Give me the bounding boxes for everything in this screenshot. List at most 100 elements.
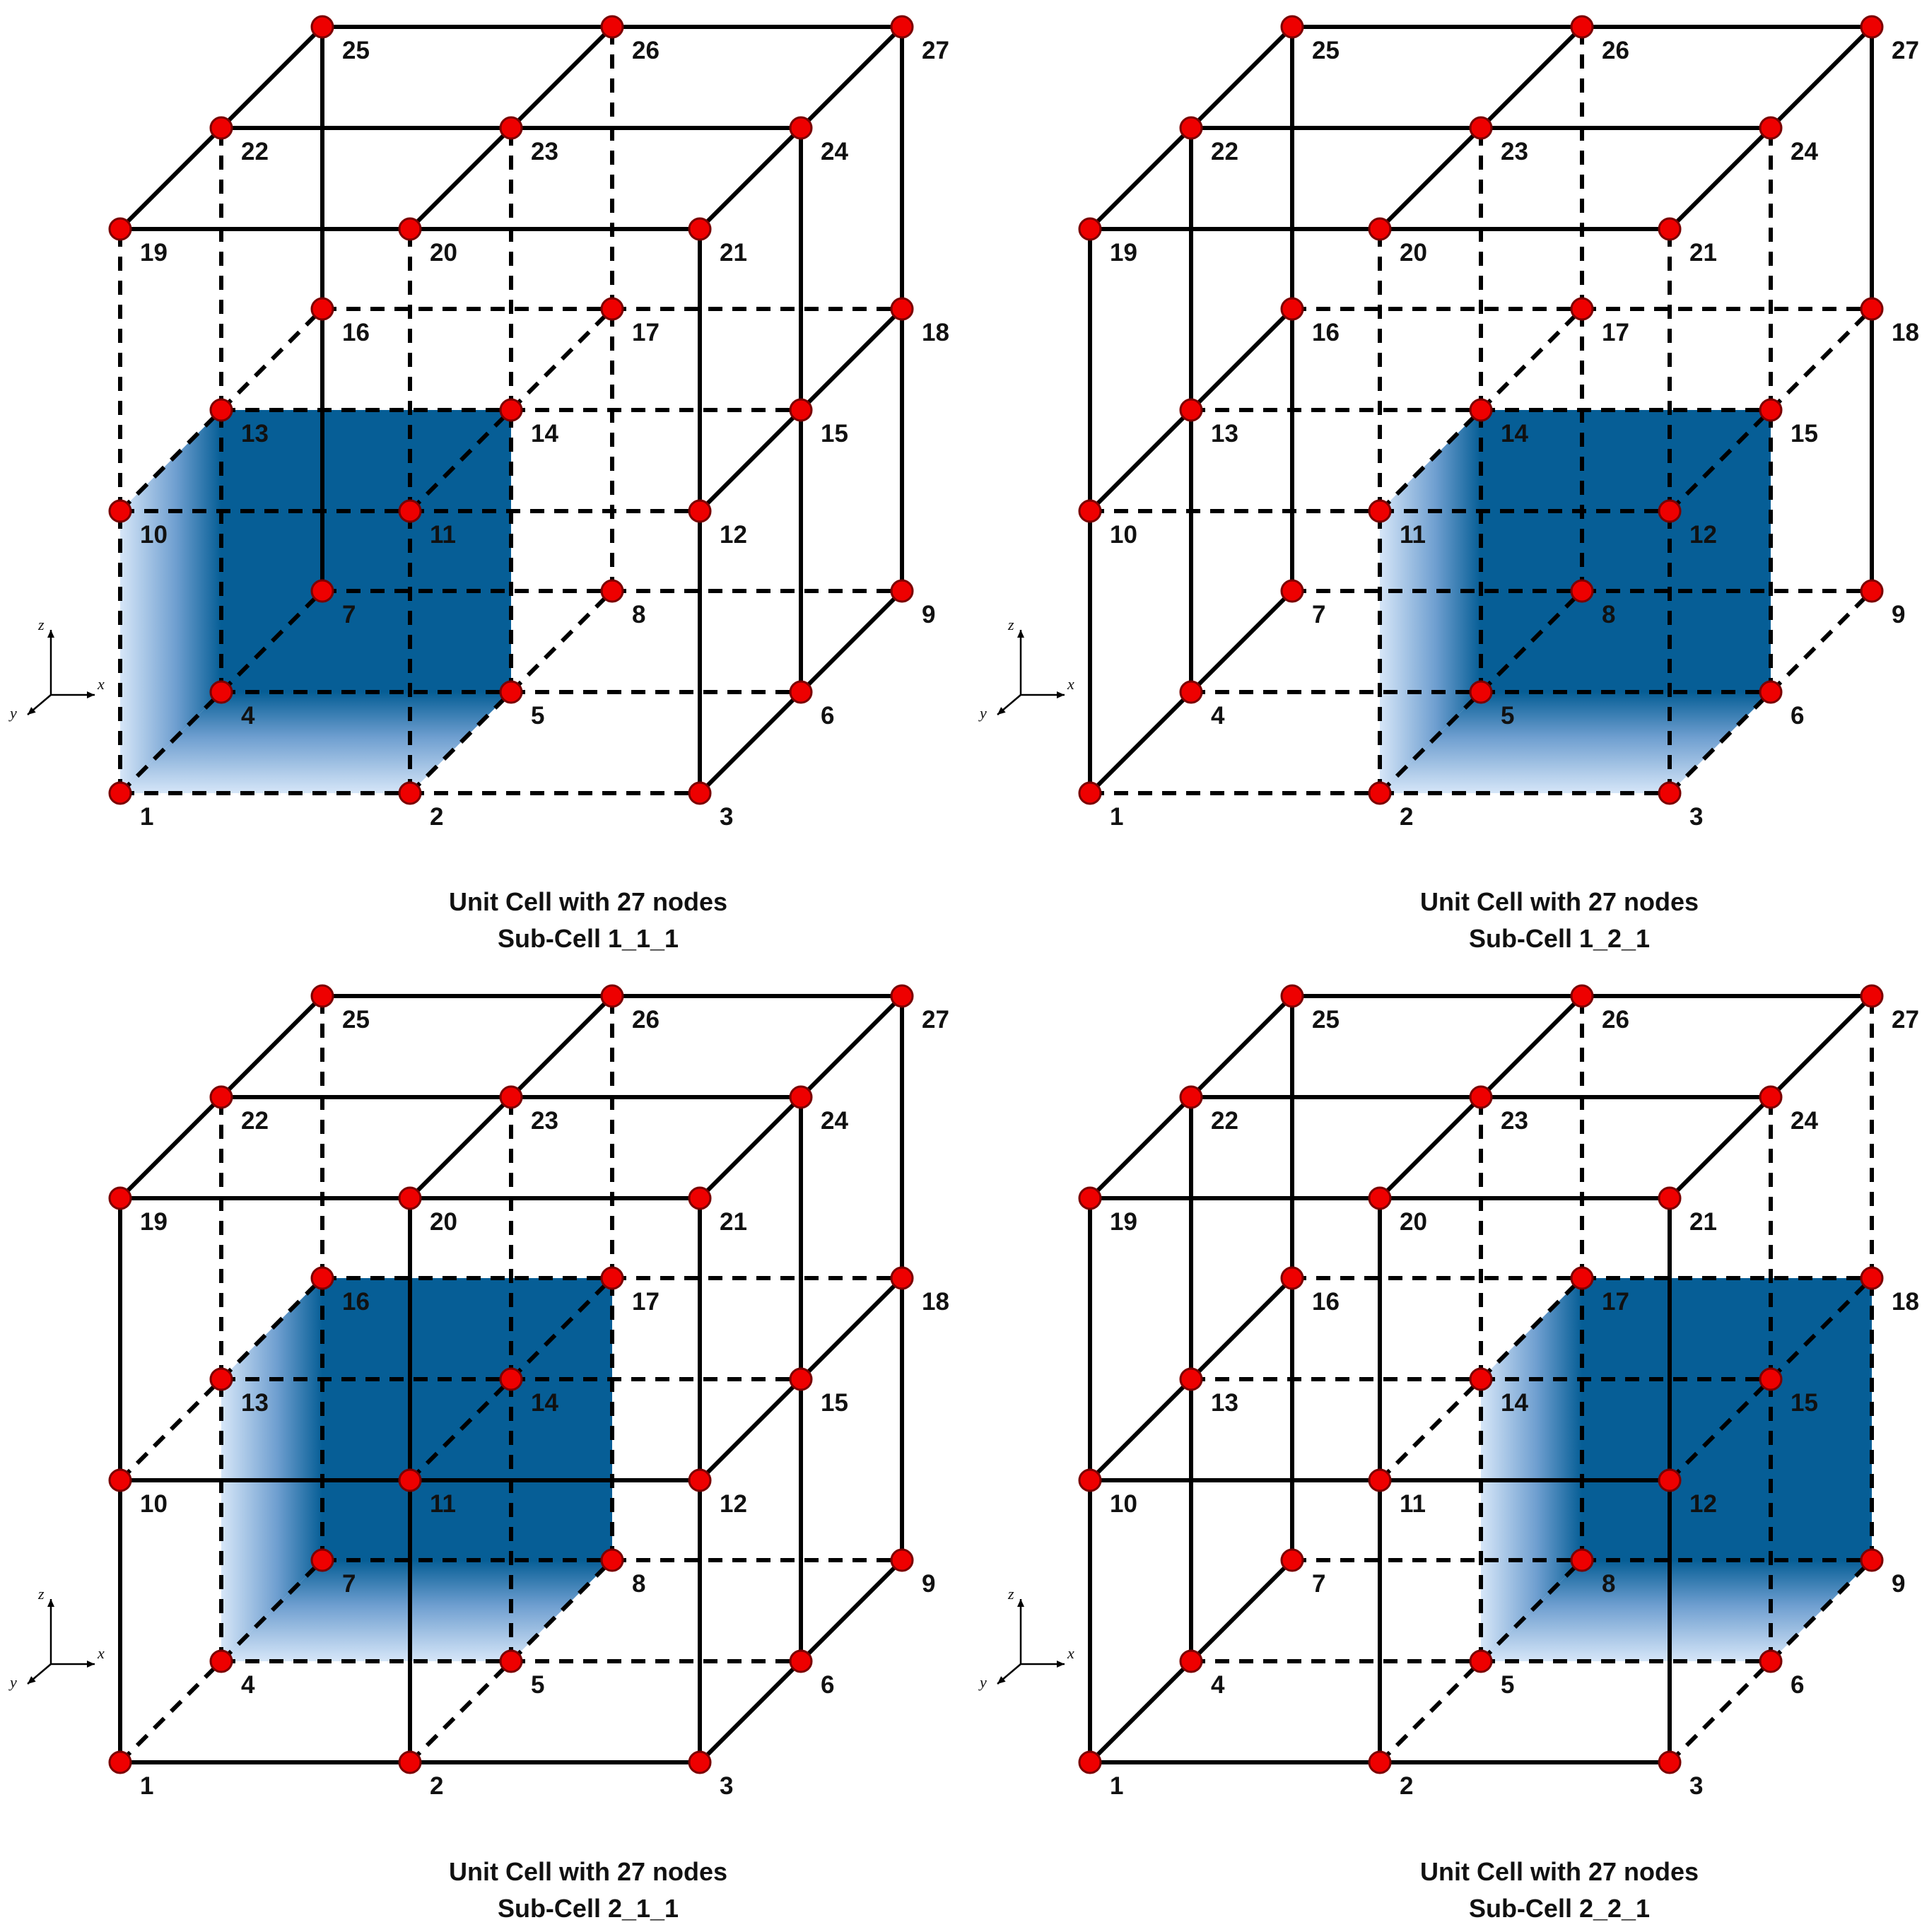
node-25 bbox=[310, 984, 334, 1008]
cell-edge bbox=[1088, 1095, 1193, 1200]
node-14 bbox=[1469, 398, 1493, 422]
node-label-9: 9 bbox=[1892, 601, 1905, 628]
cell-edge bbox=[118, 1095, 223, 1200]
cell-edge bbox=[509, 994, 614, 1099]
cell-edge bbox=[1378, 126, 1483, 231]
node-label-21: 21 bbox=[1689, 239, 1717, 267]
node-label-15: 15 bbox=[1791, 1389, 1818, 1417]
y-axis-label: y bbox=[8, 704, 17, 722]
cell-edge bbox=[799, 589, 904, 694]
node-11 bbox=[398, 1468, 422, 1492]
node-label-11: 11 bbox=[1400, 1490, 1426, 1518]
node-3 bbox=[688, 781, 712, 805]
node-3 bbox=[688, 1750, 712, 1774]
caption-panel-3: Unit Cell with 27 nodes Sub-Cell 2_1_1 bbox=[235, 1854, 942, 1927]
node-21 bbox=[688, 1186, 712, 1210]
node-18 bbox=[1860, 297, 1884, 321]
node-27 bbox=[890, 15, 914, 39]
node-5 bbox=[1469, 680, 1493, 704]
node-label-18: 18 bbox=[1892, 319, 1919, 346]
caption-title: Unit Cell with 27 nodes bbox=[1419, 1857, 1699, 1886]
cell-edge bbox=[219, 994, 324, 1099]
node-17 bbox=[1570, 1266, 1594, 1290]
node-label-15: 15 bbox=[821, 1389, 848, 1417]
node-label-18: 18 bbox=[922, 1288, 949, 1316]
cell-edge bbox=[219, 307, 324, 412]
subcell-highlight bbox=[1481, 1278, 1872, 1661]
wireframe-edges bbox=[118, 25, 904, 795]
subcell-bottom-face bbox=[1481, 1560, 1872, 1661]
node-label-27: 27 bbox=[922, 1006, 949, 1034]
cell-edge bbox=[799, 1558, 904, 1663]
node-label-2: 2 bbox=[430, 803, 443, 831]
cell-edge bbox=[219, 25, 324, 130]
cell-edge bbox=[1088, 1377, 1193, 1482]
node-8 bbox=[1570, 579, 1594, 603]
node-label-25: 25 bbox=[1312, 37, 1340, 64]
subcell-bottom-face bbox=[221, 1560, 612, 1661]
z-axis-label: z bbox=[37, 1585, 45, 1603]
wireframe-edges bbox=[118, 994, 904, 1764]
z-axis-arrow-head bbox=[47, 630, 54, 638]
node-label-10: 10 bbox=[140, 1490, 168, 1518]
node-label-19: 19 bbox=[140, 239, 168, 267]
cell-edge bbox=[1769, 994, 1874, 1099]
node-label-26: 26 bbox=[1602, 37, 1629, 64]
cell-edge bbox=[698, 690, 803, 795]
node-7 bbox=[310, 1548, 334, 1572]
node-label-23: 23 bbox=[1501, 138, 1528, 165]
cell-edge bbox=[1088, 408, 1193, 513]
node-11 bbox=[1368, 1468, 1392, 1492]
cell-edge bbox=[1479, 25, 1584, 130]
node-17 bbox=[600, 1266, 624, 1290]
node-label-22: 22 bbox=[1211, 1107, 1238, 1135]
y-axis-arrow-head bbox=[28, 1676, 36, 1684]
node-label-20: 20 bbox=[430, 1208, 457, 1236]
node-label-3: 3 bbox=[1689, 803, 1703, 831]
wireframe-edges bbox=[1088, 25, 1874, 795]
node-label-9: 9 bbox=[1892, 1570, 1905, 1598]
node-4 bbox=[1179, 680, 1203, 704]
node-4 bbox=[209, 1649, 233, 1673]
node-label-1: 1 bbox=[1110, 1772, 1123, 1800]
node-label-10: 10 bbox=[1110, 1490, 1137, 1518]
node-label-8: 8 bbox=[1602, 1570, 1615, 1598]
cell-edge bbox=[698, 1377, 803, 1482]
node-label-7: 7 bbox=[1312, 1570, 1325, 1598]
cell-edge bbox=[1668, 1659, 1773, 1764]
node-14 bbox=[1469, 1367, 1493, 1391]
node-7 bbox=[310, 579, 334, 603]
node-26 bbox=[600, 984, 624, 1008]
x-axis-label: x bbox=[1067, 675, 1074, 693]
node-22 bbox=[209, 116, 233, 140]
node-label-1: 1 bbox=[140, 803, 153, 831]
node-label-13: 13 bbox=[241, 1389, 269, 1417]
node-26 bbox=[600, 15, 624, 39]
node-label-17: 17 bbox=[632, 1288, 660, 1316]
node-1 bbox=[108, 1750, 132, 1774]
subcell-side-face bbox=[120, 410, 221, 793]
node-label-8: 8 bbox=[632, 1570, 645, 1598]
node-8 bbox=[600, 579, 624, 603]
cell-edge bbox=[1769, 25, 1874, 130]
node-4 bbox=[209, 680, 233, 704]
node-26 bbox=[1570, 984, 1594, 1008]
node-label-15: 15 bbox=[1791, 420, 1818, 447]
node-label-5: 5 bbox=[1501, 1671, 1514, 1699]
cell-edge bbox=[1189, 25, 1294, 130]
node-18 bbox=[1860, 1266, 1884, 1290]
cell-edge bbox=[509, 589, 614, 694]
node-27 bbox=[1860, 984, 1884, 1008]
node-label-12: 12 bbox=[720, 521, 747, 549]
node-16 bbox=[1280, 1266, 1304, 1290]
node-21 bbox=[688, 217, 712, 241]
node-10 bbox=[108, 499, 132, 523]
node-24 bbox=[1759, 1085, 1783, 1109]
node-label-14: 14 bbox=[1501, 420, 1528, 447]
z-axis-arrow-head bbox=[47, 1599, 54, 1607]
node-label-16: 16 bbox=[342, 319, 370, 346]
cell-edge bbox=[1189, 1276, 1294, 1381]
node-label-14: 14 bbox=[531, 420, 558, 447]
